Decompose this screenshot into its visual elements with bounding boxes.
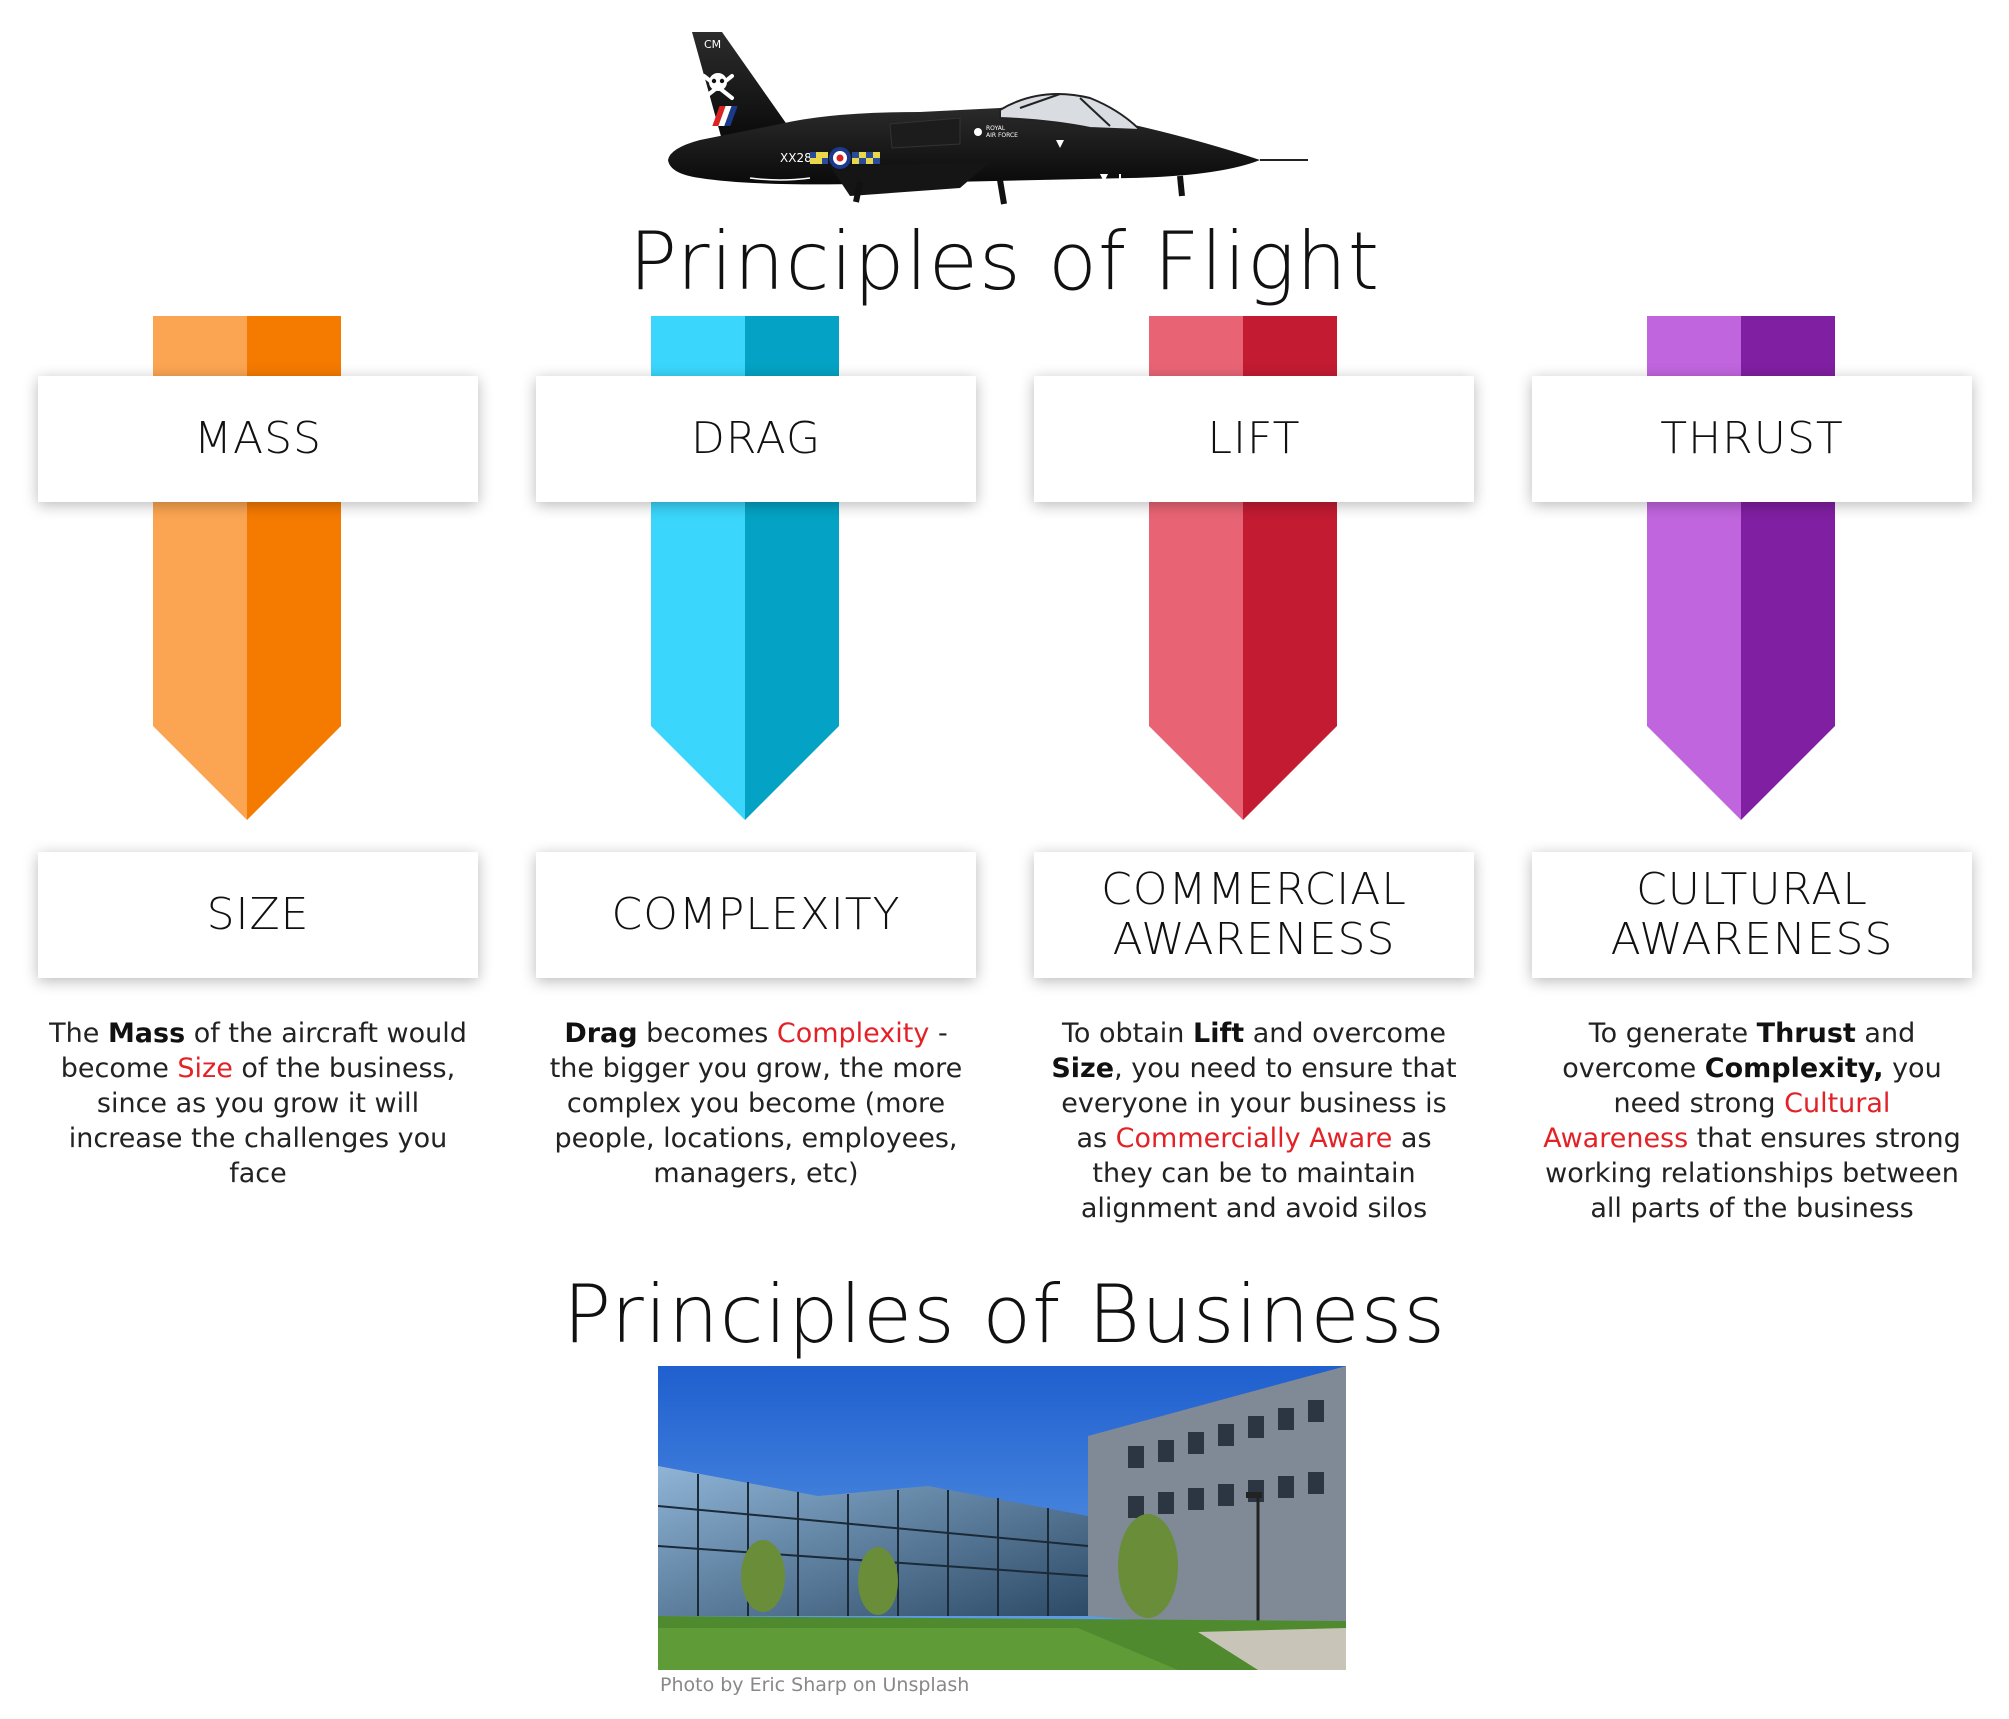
force-card-lift: LIFT	[1034, 376, 1474, 502]
skull-icon	[702, 73, 734, 100]
principle-card-complexity: COMPLEXITY	[536, 852, 976, 978]
force-card-mass: MASS	[38, 376, 478, 502]
principle-card-size: SIZE	[38, 852, 478, 978]
force-card-thrust: THRUST	[1532, 376, 1972, 502]
column-mass: MASS SIZE The Mass of the aircraft would…	[38, 0, 478, 1270]
serial-number: XX280	[780, 151, 819, 165]
force-label: DRAG	[690, 413, 822, 464]
fin-flash-icon	[712, 106, 738, 126]
description-lift: To obtain Lift and overcome Size, you ne…	[1051, 1018, 1457, 1224]
column-drag: DRAG COMPLEXITY Drag becomes Complexity …	[536, 0, 976, 1270]
tail-code: CM	[704, 38, 721, 51]
building-photo	[658, 1366, 1346, 1670]
jet-illustration: CM XX280 ROYAL AIR FORCE	[668, 32, 1308, 205]
warning-triangle-icon	[1100, 174, 1108, 182]
warning-triangle-icon	[1056, 140, 1064, 148]
principle-label: SIZE	[206, 889, 310, 940]
force-label: THRUST	[1660, 413, 1844, 464]
roundel-icon	[829, 147, 851, 169]
squadron-bar-icon	[810, 152, 880, 164]
business-title: Principles of Business	[562, 1268, 1446, 1361]
small-roundel-icon	[974, 128, 982, 136]
description-thrust: To generate Thrust and overcome Complexi…	[1543, 1018, 1961, 1224]
description-mass: The Mass of the aircraft would become Si…	[49, 1018, 467, 1189]
raf-text-1: ROYAL	[986, 125, 1006, 132]
flight-title: Principles of Flight	[628, 215, 1381, 308]
force-label: MASS	[194, 413, 322, 464]
force-card-drag: DRAG	[536, 376, 976, 502]
photo-credit: Photo by Eric Sharp on Unsplash	[660, 1674, 970, 1696]
raf-text-2: AIR FORCE	[986, 132, 1018, 139]
principle-label: COMPLEXITY	[611, 889, 901, 940]
description-drag: Drag becomes Complexity - the bigger you…	[549, 1018, 963, 1189]
force-label: LIFT	[1207, 413, 1301, 464]
